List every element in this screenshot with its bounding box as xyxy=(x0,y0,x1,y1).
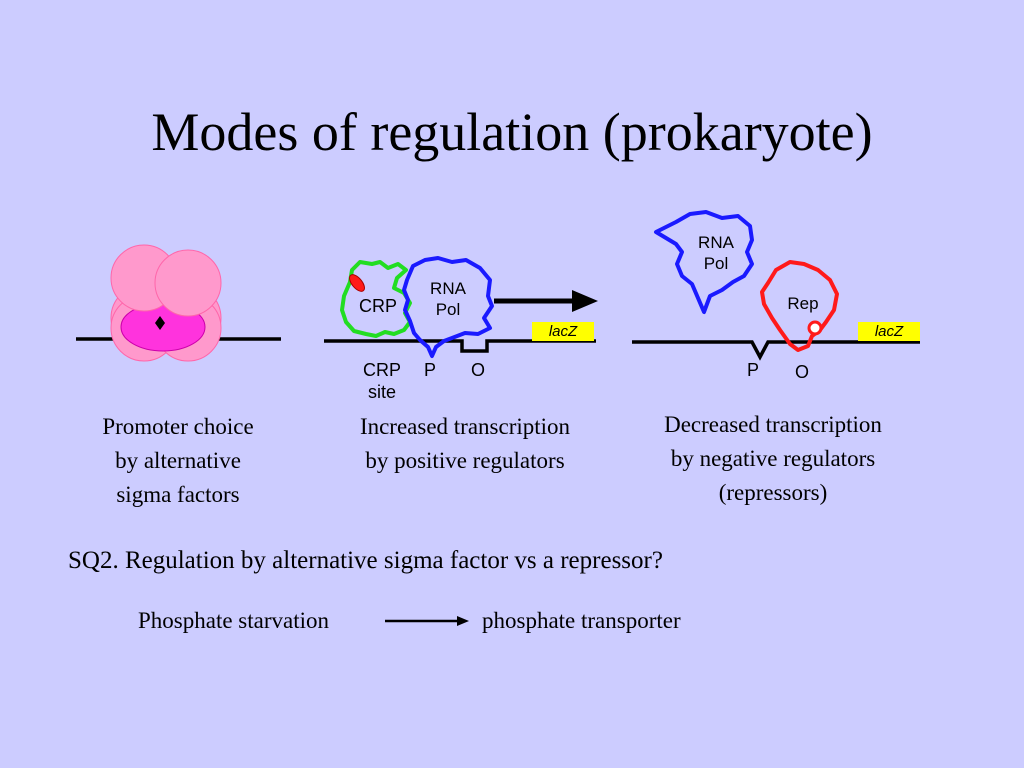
rna-pol-label-line1: RNA xyxy=(698,233,735,252)
slide-title: Modes of regulation (prokaryote) xyxy=(151,102,873,162)
caption-line: Decreased transcription xyxy=(664,412,882,437)
crp-label: CRP xyxy=(359,296,397,316)
caption-line: Promoter choice xyxy=(102,414,254,439)
camp-molecule xyxy=(349,274,365,292)
negative-regulation-panel: lacZ RNA Pol Rep P O xyxy=(632,210,920,382)
caption-line: by negative regulators xyxy=(670,446,876,471)
rna-polymerase xyxy=(402,256,494,358)
caption-line: Increased transcription xyxy=(359,414,571,439)
crp-site-label-line2: site xyxy=(368,382,396,402)
promoter-label: P xyxy=(747,360,759,380)
lacz-gene-label: lacZ xyxy=(549,323,578,340)
caption-line: by positive regulators xyxy=(365,448,565,473)
flow-target-text: phosphate transporter xyxy=(482,608,681,633)
caption-line: sigma factors xyxy=(116,482,240,507)
transcription-arrow-head xyxy=(572,290,598,312)
negative-regulation-caption: Decreased transcription by negative regu… xyxy=(628,408,918,510)
rna-pol-label-line2: Pol xyxy=(436,300,461,319)
promoter-label: P xyxy=(424,360,436,380)
dna-strand xyxy=(632,340,920,361)
rna-pol-label-line1: RNA xyxy=(430,279,467,298)
lacz-gene-box xyxy=(858,322,920,341)
positive-regulation-panel: lacZ CRP RNA Pol CRP site P O xyxy=(324,256,598,402)
caption-line: (repressors) xyxy=(718,480,828,505)
lacz-gene-box xyxy=(532,322,594,341)
flow-arrow-icon xyxy=(385,616,469,626)
polymerase-subunit xyxy=(154,249,222,317)
study-question: SQ2. Regulation by alternative sigma fac… xyxy=(68,547,663,574)
inducer-binding-site xyxy=(807,320,823,336)
lacz-gene-label: lacZ xyxy=(875,323,904,340)
flow-source-text: Phosphate starvation xyxy=(138,608,329,633)
dna-strand xyxy=(324,339,596,353)
operator-label: O xyxy=(795,362,809,382)
sigma-factor-marker xyxy=(155,316,165,330)
caption-line: by alternative xyxy=(115,448,241,473)
operator-label: O xyxy=(471,360,485,380)
sigma-factor-panel xyxy=(76,244,281,362)
rna-polymerase xyxy=(654,210,754,314)
rna-pol-label-line2: Pol xyxy=(704,254,729,273)
crp-site-label-line1: CRP xyxy=(363,360,401,380)
sigma-factor-caption: Promoter choice by alternative sigma fac… xyxy=(68,410,288,512)
positive-regulation-caption: Increased transcription by positive regu… xyxy=(325,410,605,478)
repressor-label: Rep xyxy=(787,294,818,313)
